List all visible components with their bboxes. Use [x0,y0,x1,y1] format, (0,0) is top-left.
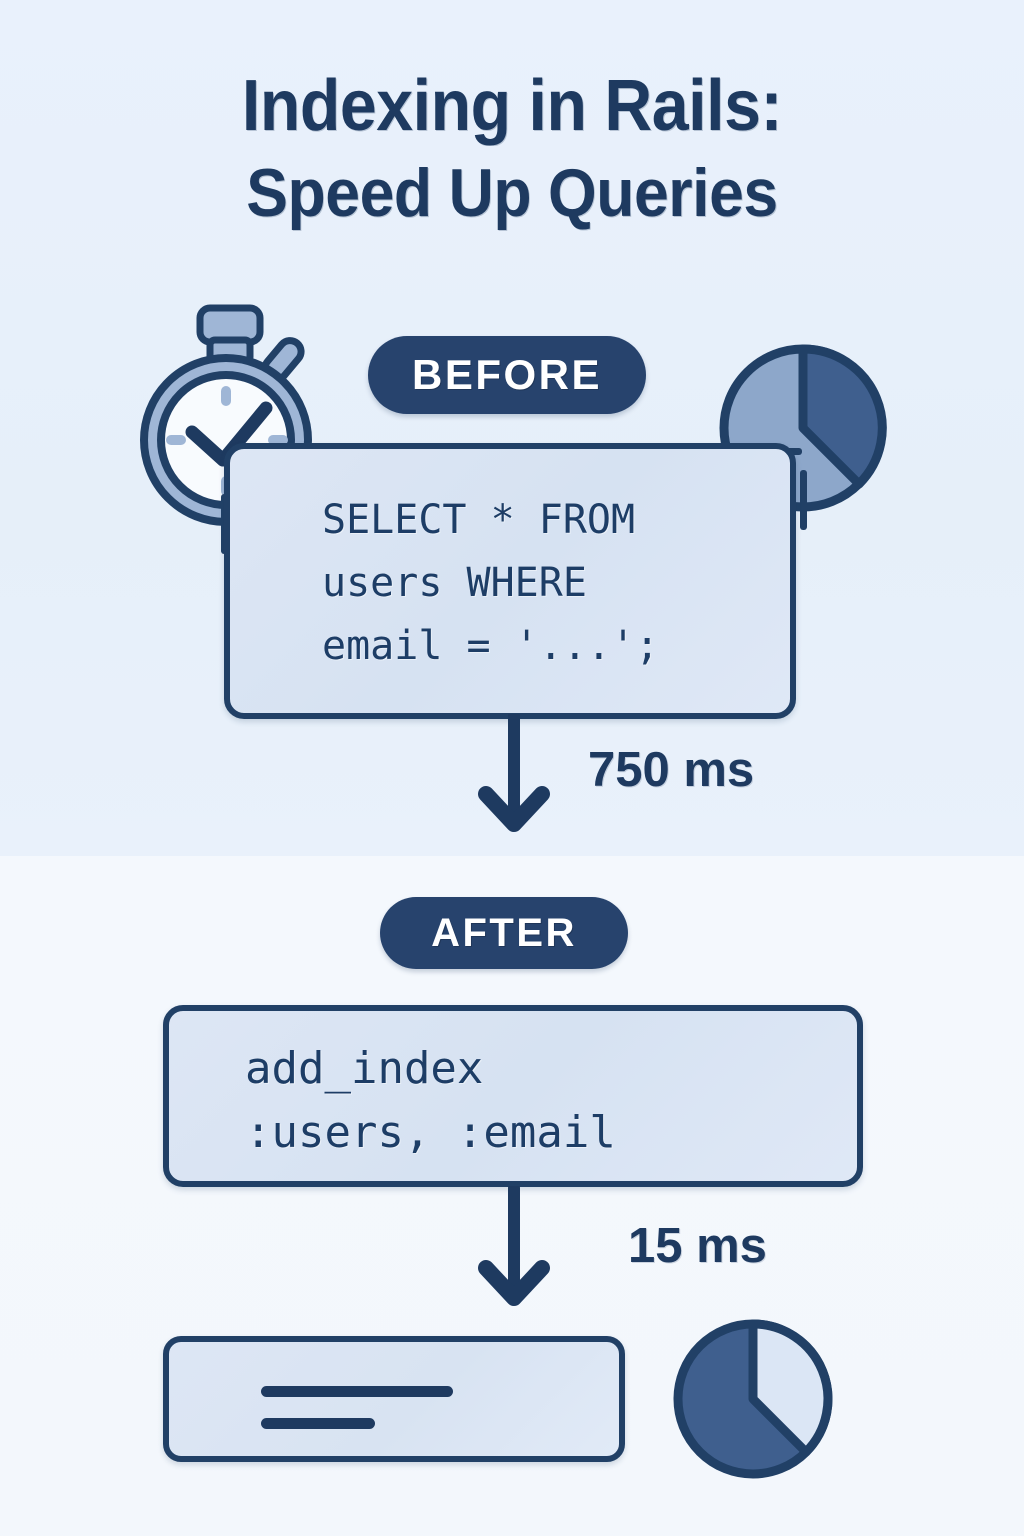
code-block-after: add_index :users, :email [163,1005,863,1187]
code-block-before: SELECT * FROM users WHERE email = '...'; [224,443,796,719]
badge-before: BEFORE [368,336,646,414]
timing-label-after: 15 ms [628,1219,767,1273]
timing-label-before: 750 ms [588,743,755,797]
code-text-before: SELECT * FROM users WHERE email = '...'; [322,497,660,669]
down-arrow-after [478,1182,550,1314]
result-bar-short [261,1418,375,1429]
code-text-after: add_index :users, :email [245,1043,616,1158]
pie-chart-stem [800,470,807,530]
result-row-card [163,1336,625,1462]
title-line-primary: Indexing in Rails: [241,66,783,146]
title-line-secondary: Speed Up Queries [246,155,778,231]
page-title: Indexing in Rails: Speed Up Queries [0,62,1024,236]
result-bar-long [261,1386,453,1397]
pie-chart-icon-after [670,1316,836,1482]
down-arrow-before [478,710,550,840]
badge-after: AFTER [380,897,628,969]
